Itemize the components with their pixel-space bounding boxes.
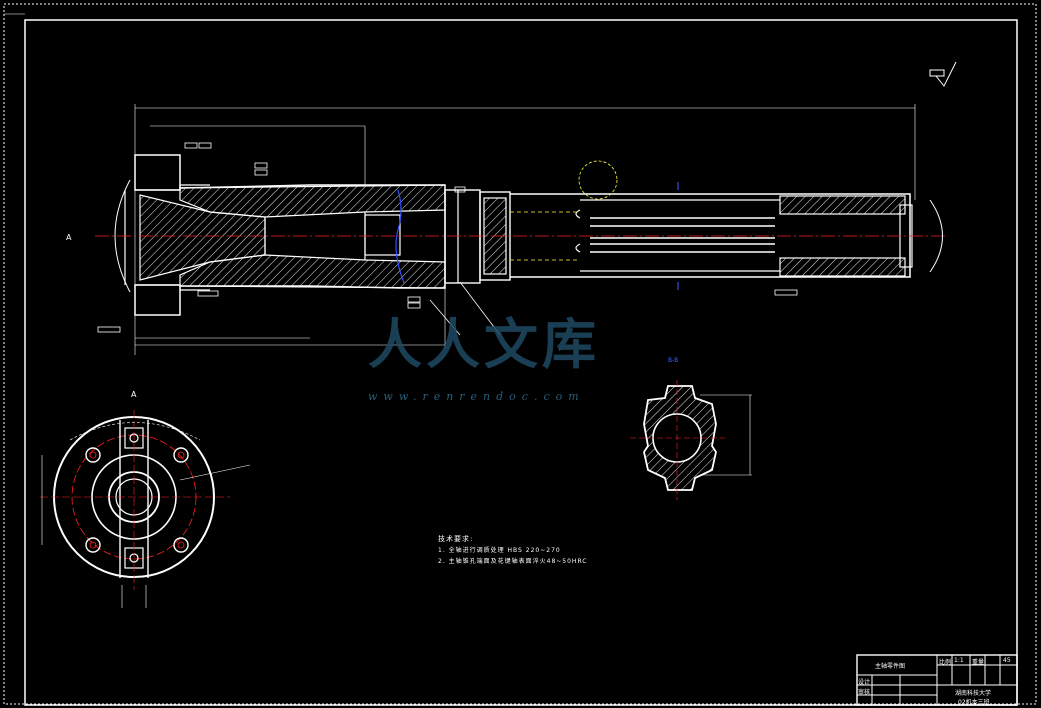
material-value: 45 — [1003, 657, 1011, 664]
section-bb-label: B-B — [668, 357, 679, 364]
roughness-symbol — [929, 61, 957, 87]
tech-requirement-item: 1. 全轴进行调质处理 HBS 220~270 — [438, 547, 561, 554]
flange-end-view — [40, 410, 251, 608]
outer-border — [3, 3, 1037, 705]
view-a-arrow-label: A — [66, 233, 72, 242]
weight-label: 重量 — [972, 659, 985, 666]
tech-requirement-item: 2. 主轴锥孔端面及花键轴表面淬火48~50HRC — [438, 558, 588, 565]
scale-label: 比例 — [939, 659, 952, 666]
tech-requirements-title: 技术要求: — [438, 535, 474, 543]
detail-marker — [578, 160, 618, 200]
part-name: 主轴零件图 — [875, 663, 906, 670]
spline-section-view — [630, 380, 752, 500]
inner-border — [24, 19, 1018, 706]
watermark-brand: 人人文库 — [368, 312, 600, 376]
school-name: 湖南科技大学 — [955, 690, 992, 697]
design-label: 设计 — [858, 679, 871, 686]
scale-value: 1:1 — [954, 657, 964, 664]
class-name: 02机本三班 — [958, 699, 990, 706]
title-block — [856, 654, 1018, 706]
check-label: 审核 — [858, 689, 871, 696]
main-shaft-view — [124, 104, 916, 355]
view-a-label: A — [131, 390, 137, 399]
watermark-url: www.renrendoc.com — [368, 390, 585, 403]
